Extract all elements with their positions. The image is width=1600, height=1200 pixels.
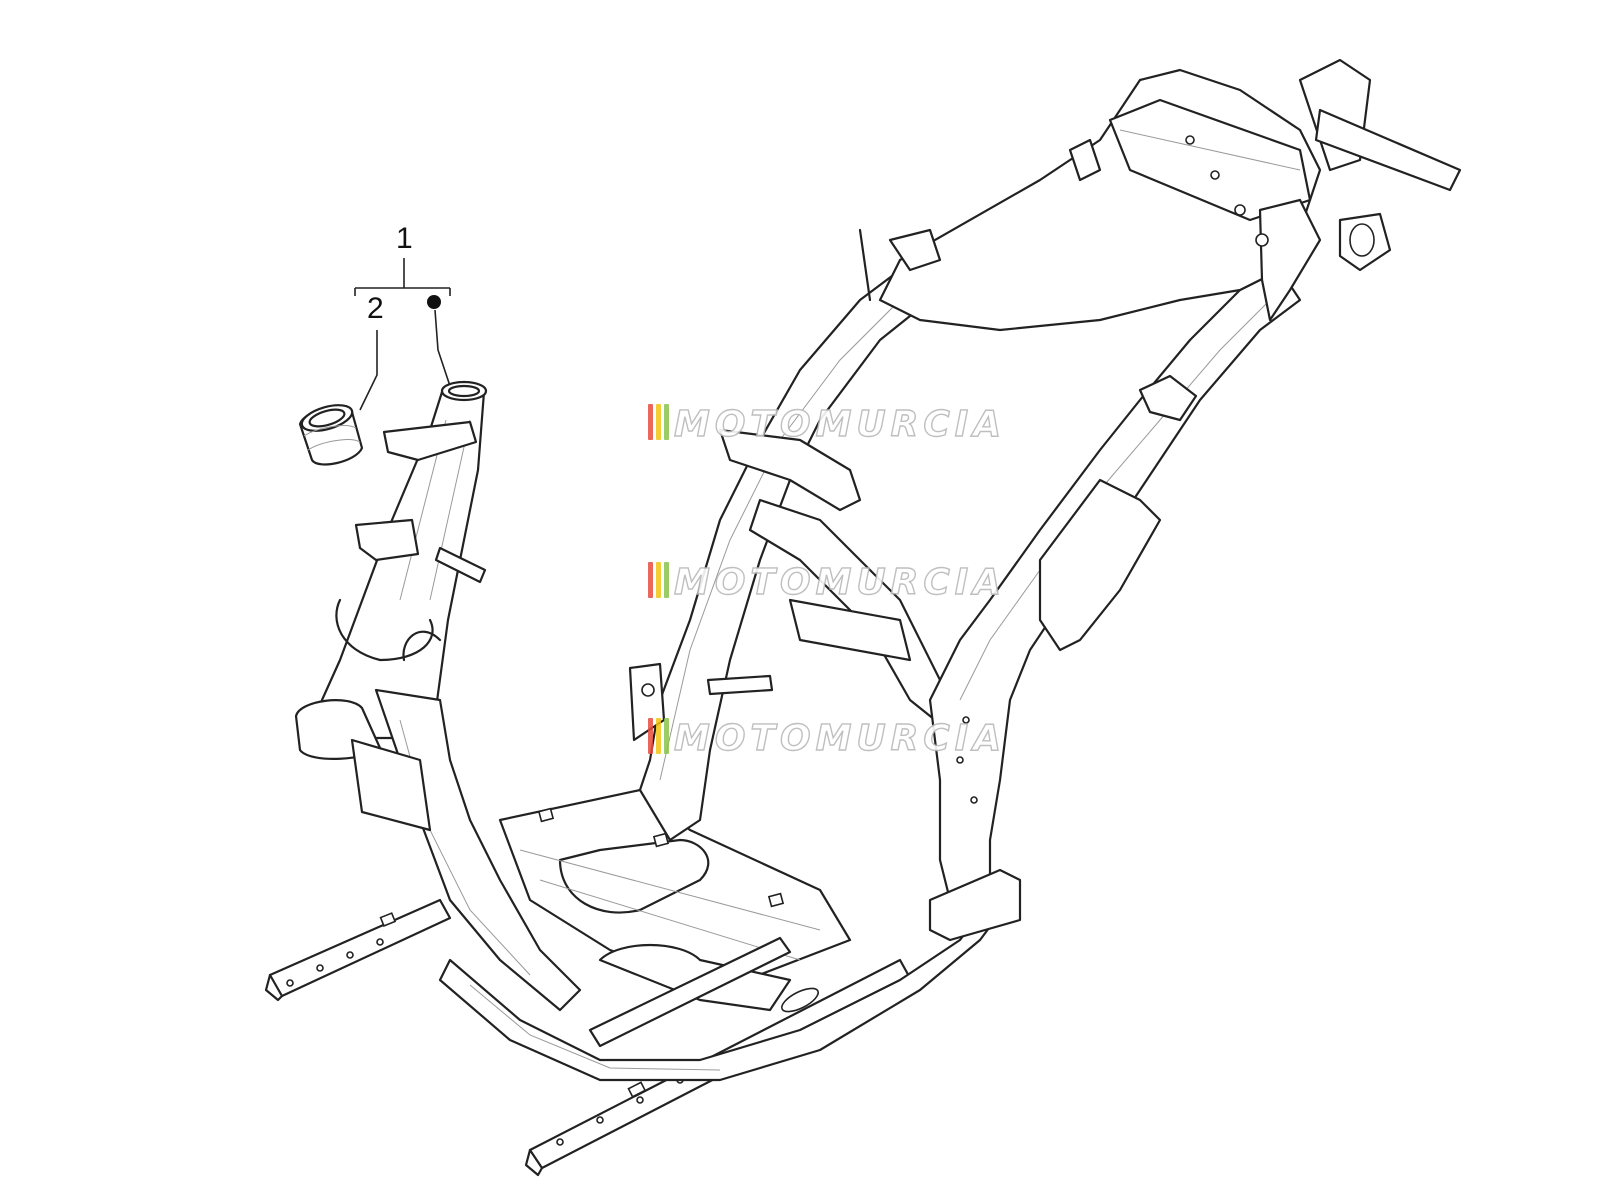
- watermark-text: MOTOMURCIA: [674, 718, 1006, 759]
- callout-label-2: 2: [367, 292, 384, 325]
- watermark-stripe-green: [664, 718, 669, 754]
- watermark-stripe-red: [648, 404, 653, 440]
- watermark-1: MOTOMURCIA: [648, 403, 1006, 446]
- callout-bracket: [354, 258, 451, 296]
- watermark-stripe-yellow: [656, 718, 661, 754]
- rear-left-loop: [628, 268, 942, 842]
- callout-dot: [427, 295, 441, 309]
- watermark-stripe-green: [664, 562, 669, 598]
- leader-line-1: [434, 309, 453, 393]
- center-crossmember: [498, 788, 852, 1012]
- watermark-2: MOTOMURCIA: [648, 561, 1006, 604]
- watermark-3: MOTOMURCIA: [648, 717, 1006, 760]
- watermark-stripe-red: [648, 718, 653, 754]
- leader-line-2: [359, 330, 378, 411]
- watermark-stripe-yellow: [656, 404, 661, 440]
- watermark-stripe-yellow: [656, 562, 661, 598]
- left-floor-rail: [264, 898, 452, 1002]
- bushing-part: [298, 404, 364, 466]
- watermark-text: MOTOMURCIA: [674, 404, 1006, 445]
- watermark-stripe-red: [648, 562, 653, 598]
- upper-rear-frame: [858, 58, 1462, 332]
- front-down-tube: [350, 688, 582, 1012]
- rear-right-loop: [928, 268, 1302, 942]
- watermark-stripe-green: [664, 404, 669, 440]
- watermark-text: MOTOMURCIA: [674, 562, 1006, 603]
- callout-label-1: 1: [396, 222, 413, 255]
